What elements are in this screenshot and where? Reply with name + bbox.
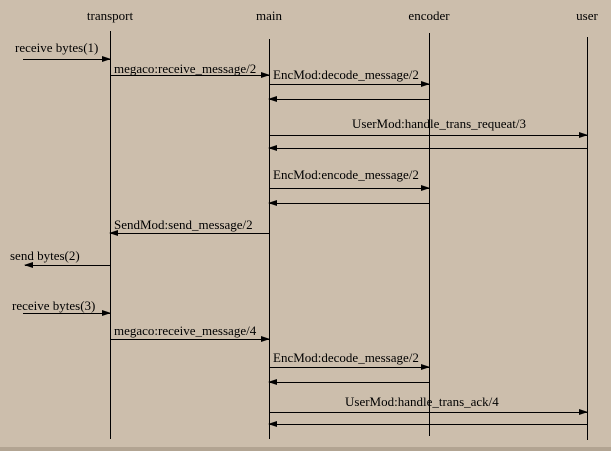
return-arrow [268,200,429,206]
arrowhead-right-icon [102,310,111,316]
arrowhead-right-icon [579,409,588,415]
message-arrow [269,364,430,370]
lifeline-user [587,37,588,440]
message-label: SendMod:send_message/2 [114,217,253,232]
arrowhead-right-icon [261,72,270,78]
lifeline-label-encoder: encoder [408,8,450,23]
return-arrow [268,96,429,102]
message-label: EncMod:encode_message/2 [273,167,419,182]
arrowhead-right-icon [261,336,270,342]
return-arrow [268,145,587,151]
message-label: receive bytes(3) [12,298,96,313]
arrowhead-right-icon [102,56,111,62]
arrowhead-left-icon [268,200,277,206]
message-arrow [269,185,430,191]
message-label: UserMod:handle_trans_requeat/3 [352,116,527,131]
lifeline-main [269,39,270,439]
lifeline-encoder [429,33,430,436]
message-arrow [110,336,270,342]
message-arrow [269,132,588,138]
arrowhead-left-icon [268,145,277,151]
message-arrow [23,310,111,316]
message-arrow [269,409,588,415]
message-label: send bytes(2) [10,248,80,263]
message-arrow [23,56,111,62]
message-arrow [109,230,269,236]
message-label: UserMod:handle_trans_ack/4 [345,394,499,409]
return-arrow [268,421,587,427]
lifeline-label-main: main [256,8,282,23]
arrowhead-right-icon [421,81,430,87]
window-bottom-edge [0,447,611,451]
message-arrow [269,81,430,87]
arrowhead-right-icon [421,364,430,370]
message-label: EncMod:decode_message/2 [273,67,419,82]
message-label: megaco:receive_message/2 [114,61,257,76]
arrowhead-left-icon [268,96,277,102]
lifeline-label-user: user [576,8,598,23]
arrowhead-left-icon [268,421,277,427]
message-label: receive bytes(1) [15,40,99,55]
message-arrow [110,72,270,78]
message-label: megaco:receive_message/4 [114,323,257,338]
lifeline-label-transport: transport [86,8,134,23]
arrowhead-right-icon [579,132,588,138]
message-arrow [24,262,110,268]
arrowhead-right-icon [421,185,430,191]
arrowhead-left-icon [109,230,118,236]
arrowhead-left-icon [268,379,277,385]
arrowhead-left-icon [24,262,33,268]
return-arrow [268,379,429,385]
message-label: EncMod:decode_message/2 [273,350,419,365]
